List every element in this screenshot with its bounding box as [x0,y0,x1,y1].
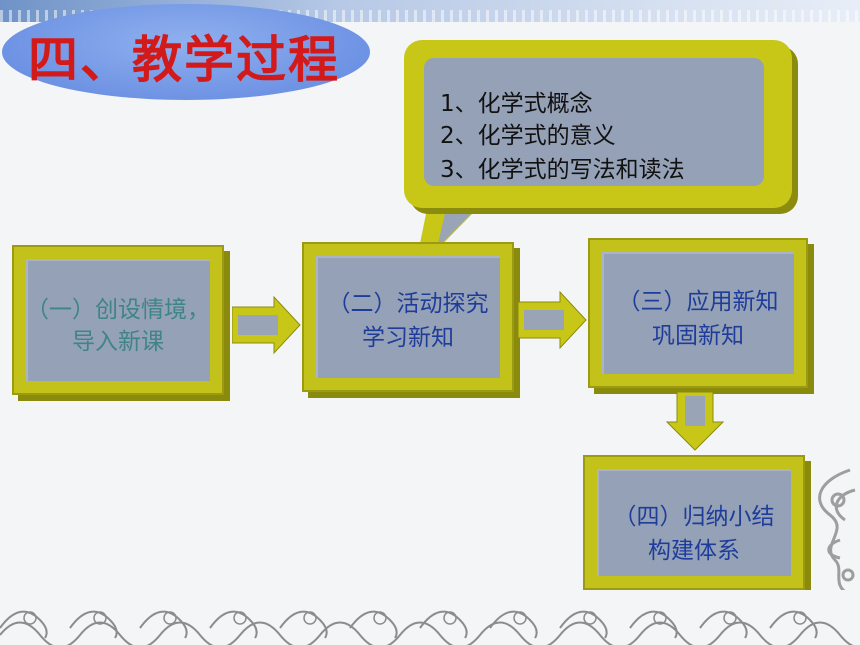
wave-ornament [0,590,860,645]
callout-line-1: 1、化学式概念 [440,91,593,117]
step-box-4: （四）归纳小结 构建体系 [583,455,805,590]
step-3-line-2: 巩固新知 [652,323,744,349]
step-1-line-1: （一）创设情境， [26,297,210,323]
callout-line-2: 2、化学式的意义 [440,123,616,149]
page-title: 四、教学过程 [28,30,340,89]
step-1-line-2: 导入新课 [72,329,164,355]
step-2-line-2: 学习新知 [362,325,454,351]
step-4-line-2: 构建体系 [648,538,740,564]
arrow-down [665,392,725,451]
dragon-ornament [818,468,856,597]
callout-line-3: 3、化学式的写法和读法 [440,157,685,183]
step-2-line-1: （二）活动探究 [327,291,489,317]
step-box-2: （二）活动探究 学习新知 [302,242,514,392]
step-box-face [597,469,791,576]
step-box-face [316,256,500,378]
callout-box [404,40,792,208]
step-box-3: （三）应用新知 巩固新知 [588,238,808,388]
step-4-line-1: （四）归纳小结 [613,504,775,530]
arrow-right-2 [518,290,587,350]
step-box-1: （一）创设情境， 导入新课 [12,245,224,395]
arrow-right-1 [232,295,301,355]
step-box-face [602,252,794,374]
callout-face [424,58,764,186]
title-oval [2,4,370,100]
step-3-line-1: （三）应用新知 [617,289,779,315]
step-box-face [26,259,210,381]
